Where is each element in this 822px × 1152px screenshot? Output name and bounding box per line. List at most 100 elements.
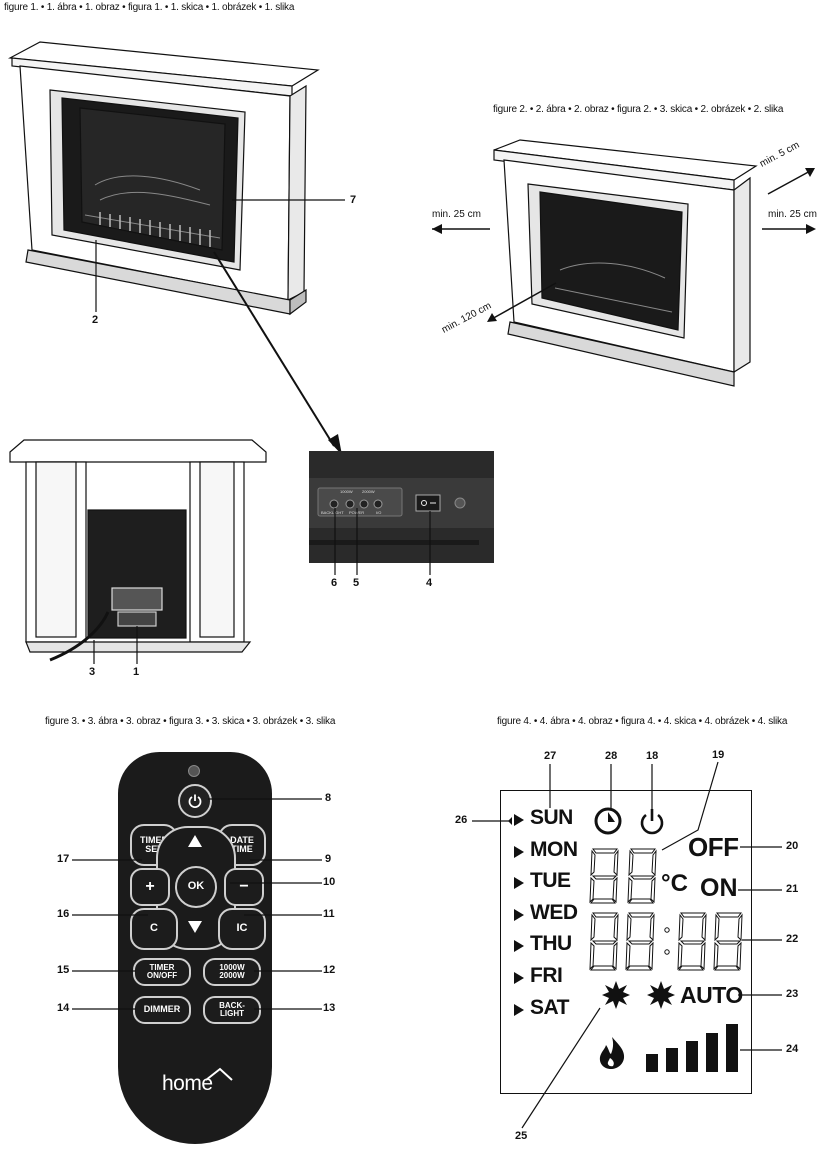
remote-ir-led [188,765,200,777]
callout-14: 14 [57,1002,70,1014]
dimmer-label: DIMMER [143,1004,181,1015]
callout-5: 5 [353,577,360,589]
fig2-logs [554,262,673,313]
play-icon [514,940,524,952]
arrow-left-head [432,224,442,234]
day-thu: THU [530,932,572,955]
date-time-label-1: DATE [230,834,254,845]
date-time-label-2: TIME [231,844,253,854]
backlight-label-1: BACK- [219,1000,245,1010]
panel-label-1000w: 1000W [340,489,353,494]
grate-bars [99,212,211,247]
up-arrow-icon [188,835,202,847]
callout-28: 28 [605,750,618,762]
status-off: OFF [688,832,739,862]
arrow-top-head [805,168,815,177]
callout-19: 19 [712,749,725,761]
callout-17: 17 [57,853,70,865]
day-sun: SUN [530,806,573,829]
flame-level-bars [646,1024,738,1072]
minus-label: − [239,877,249,895]
play-icon [514,814,524,826]
plus-button[interactable]: + [130,868,170,906]
figure-4-caption: figure 4. • 4. ábra • 4. obraz • figura … [497,716,788,727]
callout-3: 3 [89,666,96,678]
ok-label: OK [187,880,205,893]
callout-11: 11 [323,908,335,920]
backlight-label-2: LIGHT [220,1009,244,1018]
timer-onoff-label-2: ON/OFF [146,971,178,980]
figure-1-caption: figure 1. • 1. ábra • 1. obraz • figura … [4,2,295,13]
callout-22: 22 [786,933,799,945]
ic-label: IC [236,922,248,935]
power-level-label-2: 2000W [219,971,245,980]
dimmer-button[interactable]: DIMMER [133,996,191,1024]
day-fri: FRI [530,964,563,987]
day-mon: MON [530,838,578,861]
status-on: ON [700,874,738,902]
play-icon [514,846,524,858]
callout-20: 20 [786,840,799,852]
remote-leaders [72,798,322,1010]
flame-icon [599,1037,625,1069]
clock-icon [594,807,622,835]
figure-2-caption: figure 2. • 2. ábra • 2. obraz • figura … [493,104,784,115]
callout-13: 13 [323,1002,336,1014]
down-arrow-button[interactable] [186,918,204,936]
play-icon [514,909,524,921]
minus-button[interactable]: − [224,868,264,906]
callout-24: 24 [786,1043,799,1055]
ok-button[interactable]: OK [175,866,217,908]
power-level-label-1: 1000W [219,962,245,972]
c-label: C [150,922,158,935]
timer-set-label-1: TIMER [140,834,168,845]
clearance-right: min. 25 cm [768,209,817,220]
lcd-display [500,790,752,1094]
mode-auto: AUTO [680,982,743,1008]
callout-1: 1 [133,666,140,678]
callout-26: 26 [455,814,468,826]
up-arrow-button[interactable] [186,832,204,850]
callout-18: 18 [646,750,659,762]
fireplace-clearance-view [493,139,758,387]
callout-12: 12 [323,964,336,976]
timer-set-label-2: SET [145,844,163,854]
callout-23: 23 [786,988,799,1000]
panel-label-backlight: BACKLIGHT [321,510,344,515]
fireplace-back-view [9,439,267,653]
temperature-digits [589,848,657,904]
play-icon [514,877,524,889]
fireplace-front-view [7,41,320,316]
clearance-left: min. 25 cm [432,209,481,220]
figure-3-caption: figure 3. • 3. ábra • 3. obraz • figura … [45,716,336,727]
control-panel-closeup [309,451,494,563]
callout-7: 7 [350,194,357,206]
down-arrow-icon [188,921,202,933]
fire-logs [84,175,221,239]
callout-21: 21 [786,883,799,895]
callout-10: 10 [323,876,336,888]
callout-6: 6 [331,577,338,589]
house-roof-icon [205,1067,233,1081]
play-icon [514,1004,524,1016]
callout-2: 2 [92,314,99,326]
callout-15: 15 [57,964,70,976]
power-cable [49,611,110,662]
timer-onoff-button[interactable]: TIMER ON/OFF [133,958,191,986]
play-icon [514,972,524,984]
lcd-leaders [472,761,782,1129]
callout-25: 25 [515,1130,528,1142]
day-sat: SAT [530,996,569,1019]
power-button[interactable] [178,784,212,818]
arrow-head [328,434,342,455]
temperature-unit: °C [661,870,688,897]
heat-level-1-icon [602,981,630,1009]
plus-label: + [145,877,155,895]
fireplace-drawings: 1000W 2000W BACKLIGHT POWER I/O [7,41,816,664]
callout-16: 16 [57,908,70,920]
power-level-button[interactable]: 1000W 2000W [203,958,261,986]
arrow-front-head [487,313,497,322]
backlight-button[interactable]: BACK- LIGHT [203,996,261,1024]
heat-level-2-icon [647,981,675,1009]
day-tue: TUE [530,869,571,892]
